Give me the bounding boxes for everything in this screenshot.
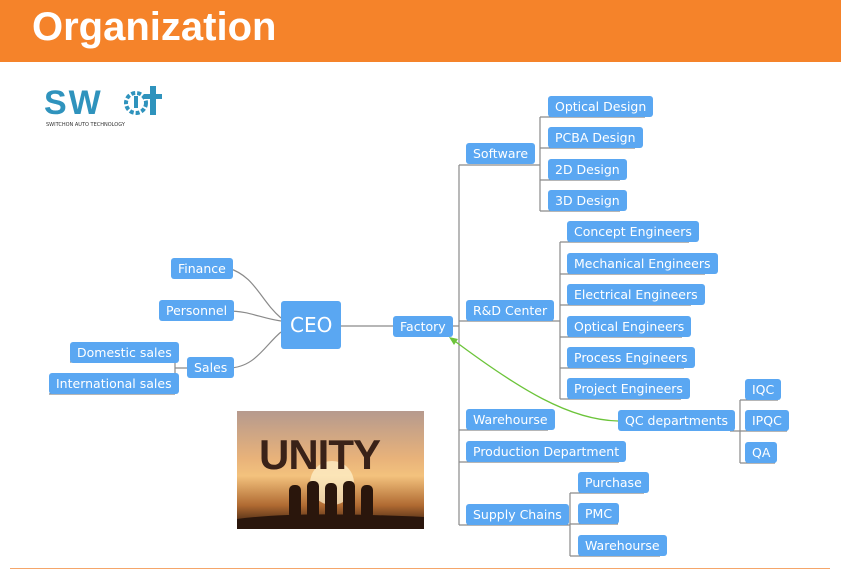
arrow-head-icon [449, 337, 458, 345]
node-sales[interactable]: Sales [187, 357, 235, 378]
node-project-engineers[interactable]: Project Engineers [567, 378, 690, 399]
node-optical-engineers[interactable]: Optical Engineers [567, 316, 692, 337]
company-logo: SW SWITCHON AUTO TECHNOLOGY [44, 84, 162, 128]
node-software[interactable]: Software [466, 143, 536, 164]
node-qa[interactable]: QA [745, 442, 778, 463]
node-qc-departments[interactable]: QC departments [618, 410, 736, 431]
title-bar: Organization [0, 0, 841, 62]
node-electrical-engineers[interactable]: Electrical Engineers [567, 284, 705, 305]
node-pmc[interactable]: PMC [578, 503, 620, 524]
node-iqc[interactable]: IQC [745, 379, 782, 400]
qc-relation-arrow [451, 338, 619, 422]
node-purchase[interactable]: Purchase [578, 472, 649, 493]
node-2d-design[interactable]: 2D Design [548, 159, 627, 180]
svg-text:SW: SW [44, 84, 103, 122]
node-concept-engineers[interactable]: Concept Engineers [567, 221, 699, 242]
svg-text:UNITY: UNITY [259, 431, 381, 478]
node-factory[interactable]: Factory [393, 316, 453, 337]
node-mechanical-engineers[interactable]: Mechanical Engineers [567, 253, 718, 274]
unity-photo: UNITY [237, 411, 424, 529]
node-rd-center[interactable]: R&D Center [466, 300, 555, 321]
node-warehouse-supply[interactable]: Warehourse [578, 535, 667, 556]
node-domestic-sales[interactable]: Domestic sales [70, 342, 179, 363]
node-supply-chains[interactable]: Supply Chains [466, 504, 569, 525]
node-finance[interactable]: Finance [171, 258, 233, 279]
node-process-engineers[interactable]: Process Engineers [567, 347, 695, 368]
page-title: Organization [32, 5, 277, 49]
node-optical-design[interactable]: Optical Design [548, 96, 654, 117]
node-ipqc[interactable]: IPQC [745, 410, 789, 431]
node-personnel[interactable]: Personnel [159, 300, 235, 321]
node-warehouse[interactable]: Warehourse [466, 409, 555, 430]
node-pcba-design[interactable]: PCBA Design [548, 127, 643, 148]
connector-finance [227, 267, 282, 319]
svg-text:SWITCHON AUTO TECHNOLOGY: SWITCHON AUTO TECHNOLOGY [46, 122, 126, 128]
node-international-sales[interactable]: International sales [49, 373, 179, 394]
node-3d-design[interactable]: 3D Design [548, 190, 627, 211]
node-production-department[interactable]: Production Department [466, 441, 627, 462]
footer-divider [10, 568, 830, 569]
node-ceo[interactable]: CEO [281, 301, 342, 349]
